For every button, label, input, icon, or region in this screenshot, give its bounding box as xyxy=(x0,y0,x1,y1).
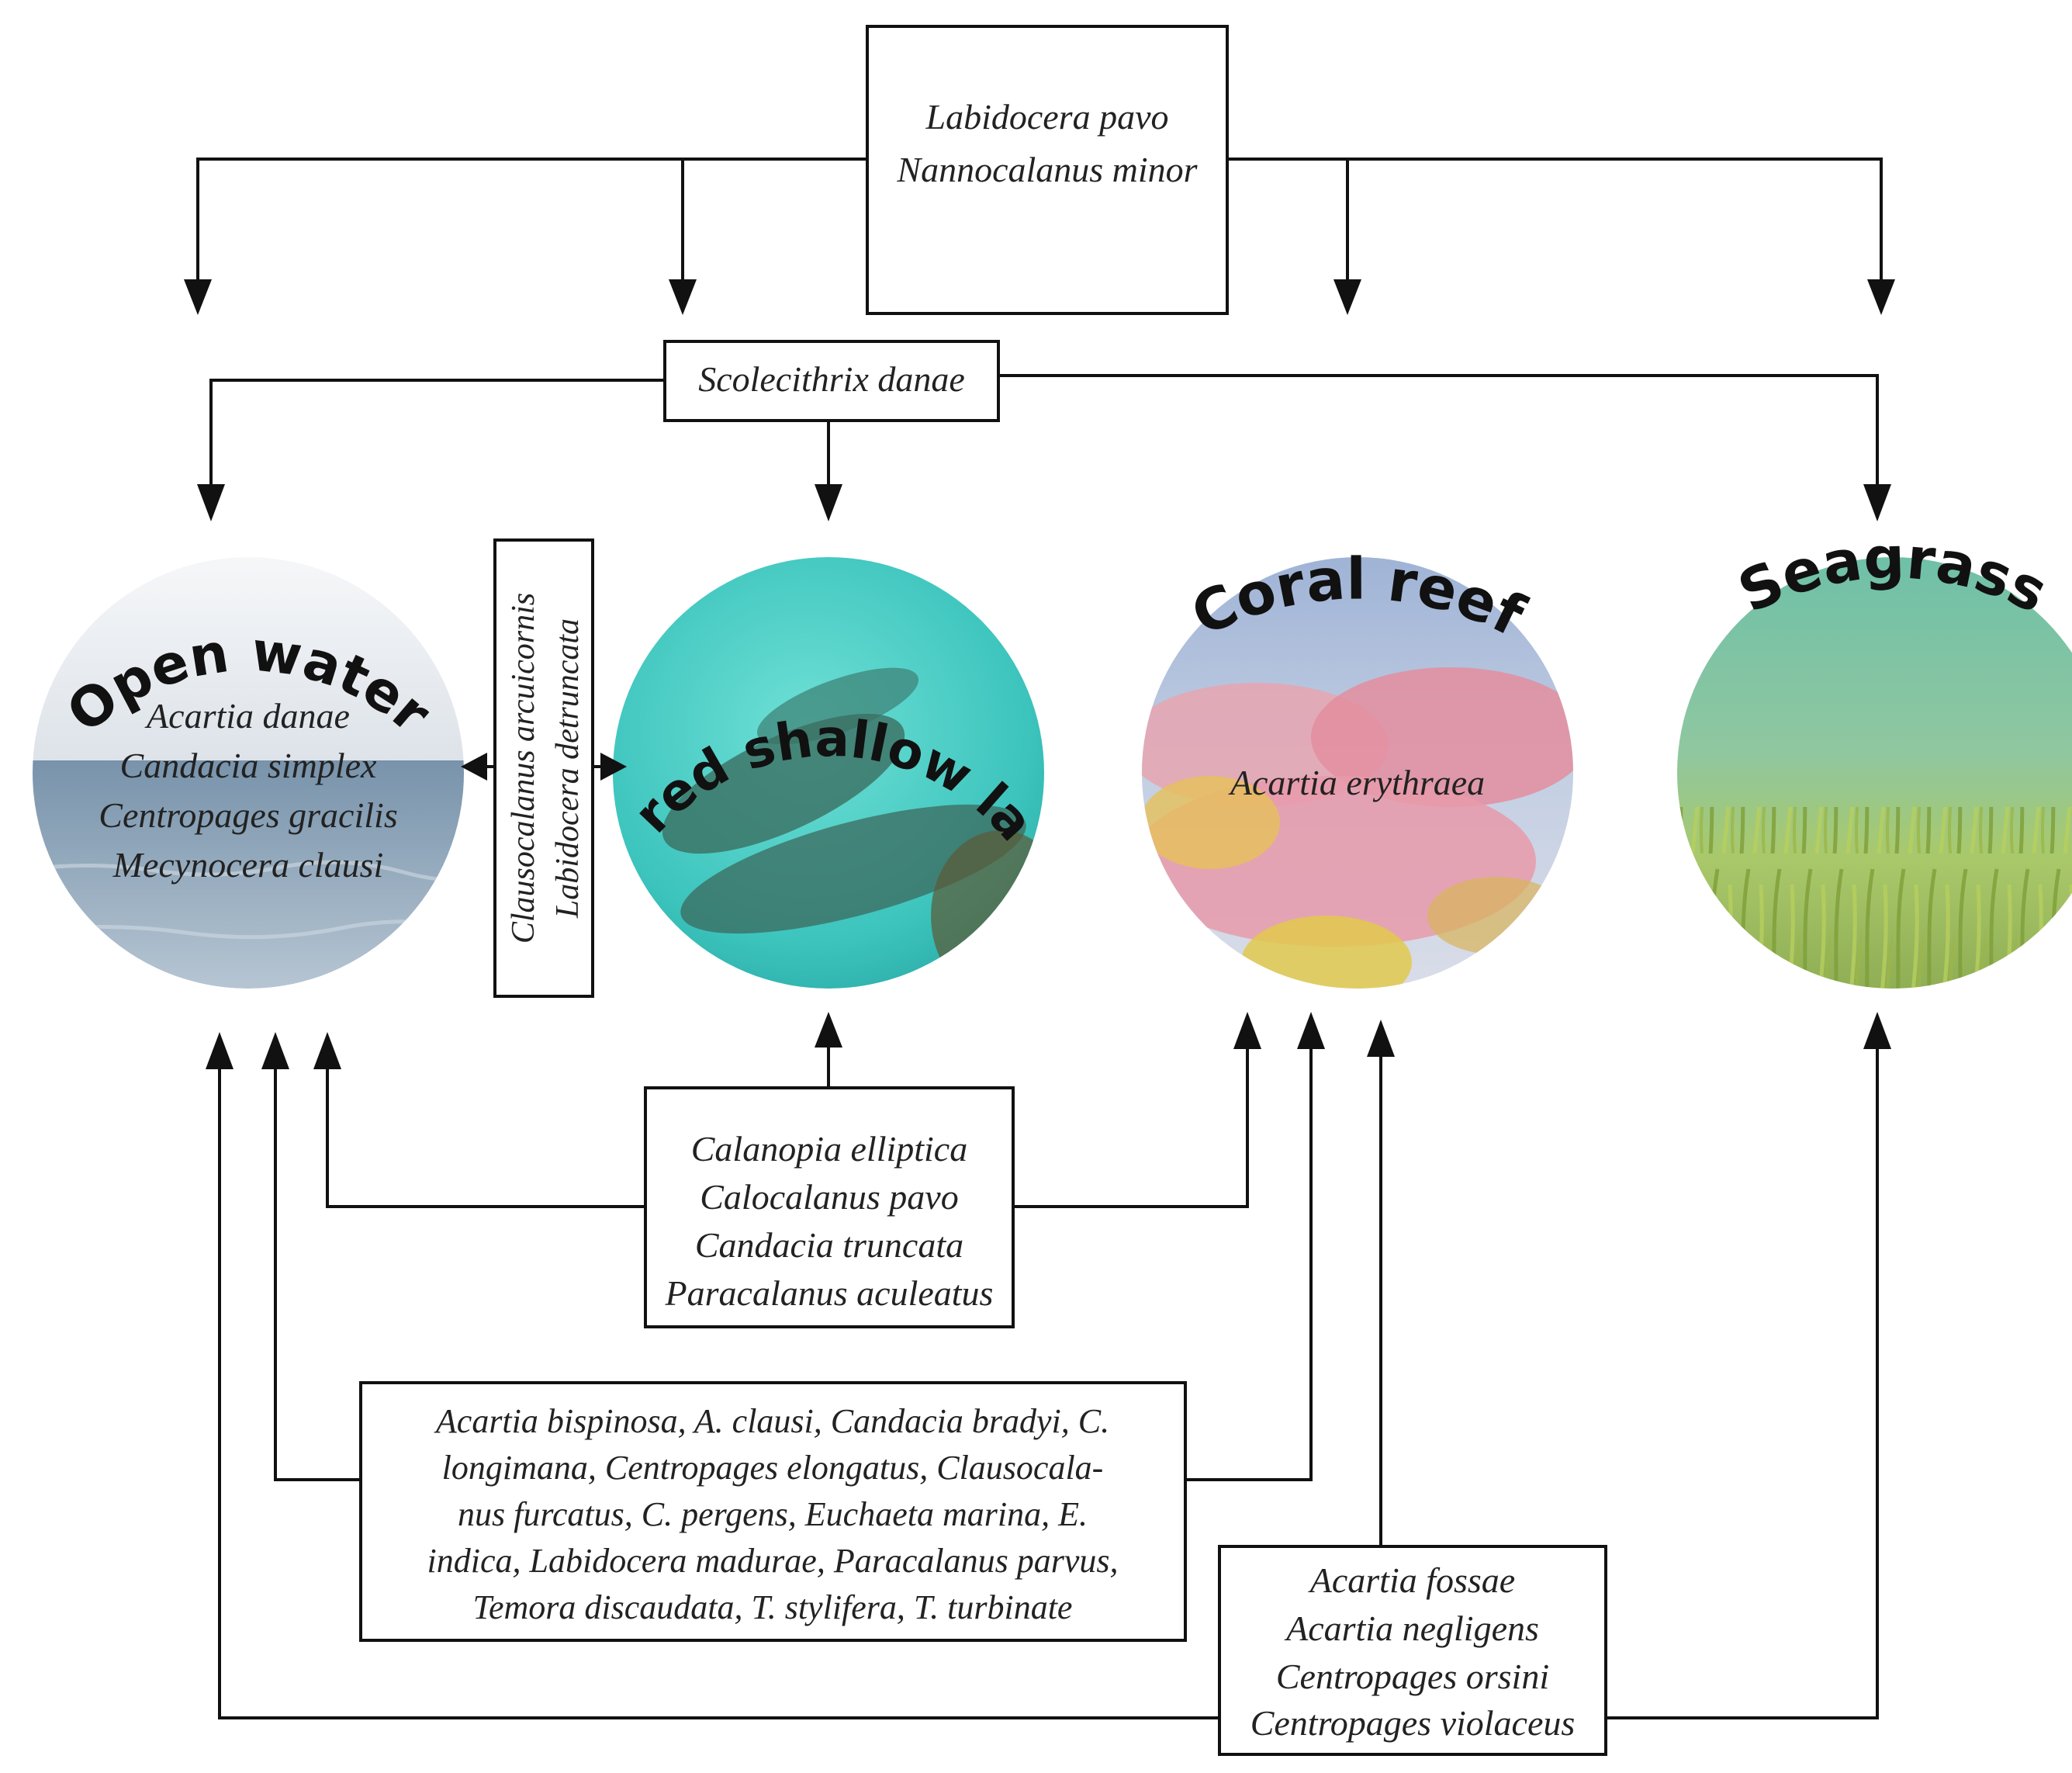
acartia-bispinosa-line-1: Acartia bispinosa, A. clausi, Candacia b… xyxy=(434,1402,1109,1440)
top-species-box xyxy=(866,25,1229,315)
calanopia-species-4: Paracalanus aculeatus xyxy=(665,1273,994,1313)
calanopia-box xyxy=(644,1086,1015,1328)
arrowhead-down xyxy=(1867,279,1895,315)
arrowhead-down xyxy=(184,279,212,315)
lagoon-rock xyxy=(662,713,905,854)
lagoon-circle xyxy=(613,557,1044,989)
seagrass-circle xyxy=(1677,557,2072,989)
arrowhead-down xyxy=(1333,279,1361,315)
acartia-bispinosa-line-2: longimana, Centropages elongatus, Clauso… xyxy=(442,1449,1104,1487)
acartia-fossae-connector-open-water xyxy=(218,1069,1219,1719)
acartia-bispinosa-box xyxy=(359,1381,1187,1642)
scolecithrix-connector-left xyxy=(209,379,665,490)
calanopia-species-3: Candacia truncata xyxy=(695,1225,963,1265)
acartia-fossae-species-2: Acartia negligens xyxy=(1284,1609,1539,1648)
acartia-fossae-species-1: Acartia fossae xyxy=(1308,1560,1515,1600)
coral-reef-species-1: Acartia erythraea xyxy=(1228,763,1485,802)
lagoon-rock xyxy=(931,830,1044,989)
arrowhead-up xyxy=(1233,1012,1261,1049)
scolecithrix-species: Scolecithrix danae xyxy=(698,359,965,399)
top-box-species-2: Nannocalanus minor xyxy=(896,150,1198,189)
coral-formation xyxy=(1142,776,1280,869)
top-box-species-1: Labidocera pavo xyxy=(925,97,1168,137)
arrowhead-left xyxy=(461,753,487,781)
arrowhead-up xyxy=(815,1012,842,1048)
acartia-fossae-connector-seagrass xyxy=(1606,1049,1879,1719)
acartia-bispinosa-connector-open-water xyxy=(274,1069,361,1481)
acartia-fossae-box xyxy=(1218,1545,1607,1756)
open-water-species-3: Centropages gracilis xyxy=(99,795,397,835)
acartia-bispinosa-line-5: Temora discaudata, T. stylifera, T. turb… xyxy=(473,1588,1073,1626)
top-box-connector-right xyxy=(1227,158,1883,279)
arrowhead-down xyxy=(1863,484,1891,521)
calanopia-connector-coral xyxy=(1013,1049,1249,1208)
arrowhead-right xyxy=(600,753,627,781)
coral-formation xyxy=(1311,667,1573,807)
arrowhead-up xyxy=(261,1032,289,1069)
scolecithrix-box xyxy=(663,340,1000,422)
acartia-bispinosa-line-3: nus furcatus, C. pergens, Euchaeta marin… xyxy=(458,1495,1088,1533)
arrowhead-down xyxy=(197,484,225,521)
acartia-bispinosa-connector-coral xyxy=(1185,1049,1313,1481)
arrowhead-up xyxy=(206,1032,233,1069)
acartia-fossae-species-3: Centropages orsini xyxy=(1276,1657,1549,1696)
open-water-waves xyxy=(33,860,464,882)
top-box-connector-left xyxy=(196,158,867,279)
side-species-box xyxy=(493,538,594,998)
arrowhead-down xyxy=(815,484,842,521)
arrowhead-up xyxy=(313,1032,341,1069)
arrowhead-up xyxy=(1297,1012,1325,1049)
scolecithrix-connector-seagrass xyxy=(998,374,1879,490)
arrowhead-up xyxy=(1367,1020,1395,1057)
side-box-species-2: Labidocera detruncata xyxy=(550,618,586,919)
calanopia-connector-open-water xyxy=(326,1069,645,1208)
open-water-species-1: Acartia danae xyxy=(144,696,350,736)
side-box-species-1: Clausocalanus arcuicornis xyxy=(506,593,541,944)
arrowhead-down xyxy=(669,279,697,315)
acartia-bispinosa-line-4: indica, Labidocera madurae, Paracalanus … xyxy=(427,1542,1119,1580)
open-water-species-4: Mecynocera clausi xyxy=(112,845,384,885)
lagoon-rock xyxy=(756,667,919,745)
coral-formation xyxy=(1427,877,1567,954)
arrowhead-up xyxy=(1863,1012,1891,1049)
calanopia-species-2: Calocalanus pavo xyxy=(700,1177,958,1217)
coral-formation xyxy=(1241,916,1412,989)
acartia-fossae-species-4: Centropages violaceus xyxy=(1250,1703,1576,1743)
calanopia-species-1: Calanopia elliptica xyxy=(691,1129,967,1169)
coral-reef-circle xyxy=(1142,557,1573,989)
open-water-species-2: Candacia simplex xyxy=(120,746,377,785)
lagoon-rock xyxy=(680,804,1026,934)
seagrass-blades xyxy=(1677,807,2072,989)
